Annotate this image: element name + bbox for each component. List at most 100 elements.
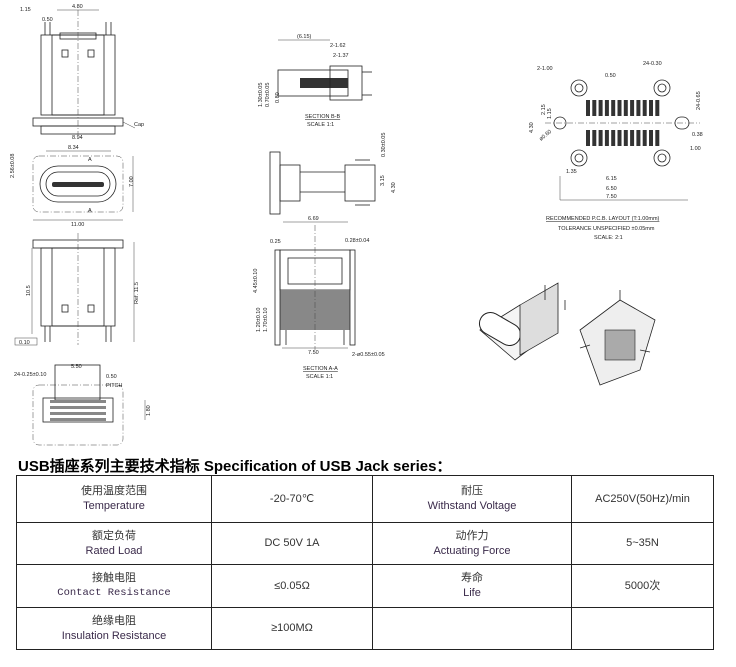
section-title: SECTION B-B (305, 114, 340, 120)
label-cn: 绝缘电阻 (92, 614, 136, 627)
spec-label (372, 607, 572, 650)
dim-label: 4.30 (391, 182, 397, 193)
dim-label: 6.15 (606, 176, 617, 182)
pcb-pad (649, 100, 653, 116)
dim-label: 7.00 (129, 176, 135, 187)
spec-value (571, 607, 714, 650)
section-mark: A (88, 157, 92, 163)
isometric-view-1 (478, 282, 566, 361)
dim-label: 0.50 (605, 73, 616, 79)
pcb-pad (655, 100, 660, 116)
dim-label: 1.70±0.10 (263, 308, 269, 332)
dim-label: 2-1.37 (333, 53, 349, 59)
pcb-pad (636, 100, 641, 116)
dim-label: 0.30±0.05 (381, 133, 387, 157)
dim-label: (6.15) (297, 34, 312, 40)
dim-label: 24-0.25±0.10 (14, 372, 46, 378)
pcb-pad (623, 130, 628, 146)
spec-value: 5~35N (571, 522, 714, 565)
pcb-scale: SCALE: 2:1 (594, 235, 623, 241)
dim-label: PITCH (106, 383, 123, 389)
pcb-pad (642, 130, 647, 146)
pcb-caption: RECOMMENDED P.C.B. LAYOUT (T:1.00mm) (546, 216, 660, 222)
spec-title: USB插座系列主要技术指标 Specification of USB Jack … (18, 458, 452, 475)
dim-label: 8.94 (72, 135, 83, 141)
spec-value: ≤0.05Ω (211, 564, 373, 608)
pcb-pad (636, 130, 641, 146)
dim-label: 0.25 (270, 239, 281, 245)
pcb-pad (655, 130, 660, 146)
spec-label: 使用温度范围 Temperature (16, 475, 212, 523)
dim-label: 2.56±0.08 (10, 154, 16, 178)
pcb-pad (598, 100, 603, 116)
label-cn: 接触电阻 (92, 572, 136, 584)
dim-label: 1.00 (690, 146, 701, 152)
pcb-pad (611, 130, 616, 146)
pcb-layout: 2-1.00 24-0.30 0.50 24-0.65 2.15 1.15 4.… (529, 61, 703, 241)
dim-label: 0.28±0.04 (345, 238, 369, 244)
front-view: 4.80 0.50 1.15 Cap 8.94 (20, 4, 144, 141)
dim-label: 1.35 (566, 169, 577, 175)
side-view: 10.5 Ref. 11.5 0.10 (14, 233, 140, 346)
pcb-tolerance: TOLERANCE UNSPECIFIED ±0.05mm (558, 226, 655, 232)
dim-label: 1.80 (146, 405, 152, 416)
section-b-b: (6.15) 2-1.62 2-1.37 1.30±0.05 0.70±0.05… (258, 34, 372, 128)
dim-label: 4.80 (72, 4, 83, 10)
dim-label: 2-1.00 (537, 66, 553, 72)
dim-label: 5.50 (71, 364, 82, 370)
label-en: Life (463, 587, 481, 599)
pcb-pad (598, 130, 603, 146)
pcb-pad (642, 100, 647, 116)
dim-label: 1.30±0.05 (258, 83, 264, 107)
spec-value: -20-70℃ (211, 475, 373, 523)
section-scale: SCALE 1:1 (307, 122, 334, 128)
spec-value: ≥100MΩ (211, 607, 373, 650)
dim-label: 10.5 (26, 285, 32, 296)
dim-label: 2-1.62 (330, 43, 346, 49)
dim-label: 3.15 (380, 175, 386, 186)
dim-label: 7.50 (606, 194, 617, 200)
section-mark: A (88, 208, 92, 214)
label-cn: 使用温度范围 (81, 485, 147, 497)
dim-label: ø0.60 (538, 129, 553, 143)
technical-drawing: 4.80 0.50 1.15 Cap 8.94 8.34 7.00 2.56±0… (10, 4, 703, 446)
spec-value: 5000次 (571, 564, 714, 608)
dim-label: Ref. 11.5 (134, 282, 140, 304)
label-cn: 额定负荷 (92, 529, 136, 542)
pcb-pad (617, 130, 622, 146)
dim-label: 0.50 (106, 374, 117, 380)
label-en: Temperature (83, 500, 145, 512)
dim-label: 8.34 (68, 145, 79, 151)
label-en: Insulation Resistance (61, 629, 167, 642)
dim-label: 4.45±0.10 (253, 269, 259, 293)
dim-label: 7.50 (308, 350, 319, 356)
dim-label: 0.38 (692, 132, 703, 138)
bottom-view: 5.50 24-0.25±0.10 0.50 PITCH 1.80 (14, 364, 152, 446)
pcb-pad (649, 130, 653, 146)
pcb-pad (630, 100, 635, 116)
pcb-pad (623, 100, 628, 116)
isometric-view-2 (579, 290, 656, 386)
pcb-pad (586, 100, 590, 116)
flatness-label: 0.10 (19, 340, 30, 346)
dim-label: 1.15 (20, 7, 31, 13)
spec-label: 额定负荷 Rated Load (16, 522, 212, 565)
dim-label: 0.80 (275, 92, 281, 103)
dim-label: 0.70±0.05 (265, 83, 271, 107)
label-cn: 耐压 (461, 485, 483, 497)
cap-label: Cap (134, 122, 144, 128)
label-en: Rated Load (85, 544, 143, 557)
dim-label: 24-0.65 (696, 91, 702, 110)
section-scale: SCALE 1:1 (306, 374, 333, 380)
label-en: Actuating Force (433, 544, 511, 557)
dim-label: 2.15 (541, 104, 547, 115)
dim-label: 11.00 (71, 222, 84, 228)
dim-label: 1.15 (547, 108, 553, 119)
dim-label: 6.50 (606, 186, 617, 192)
